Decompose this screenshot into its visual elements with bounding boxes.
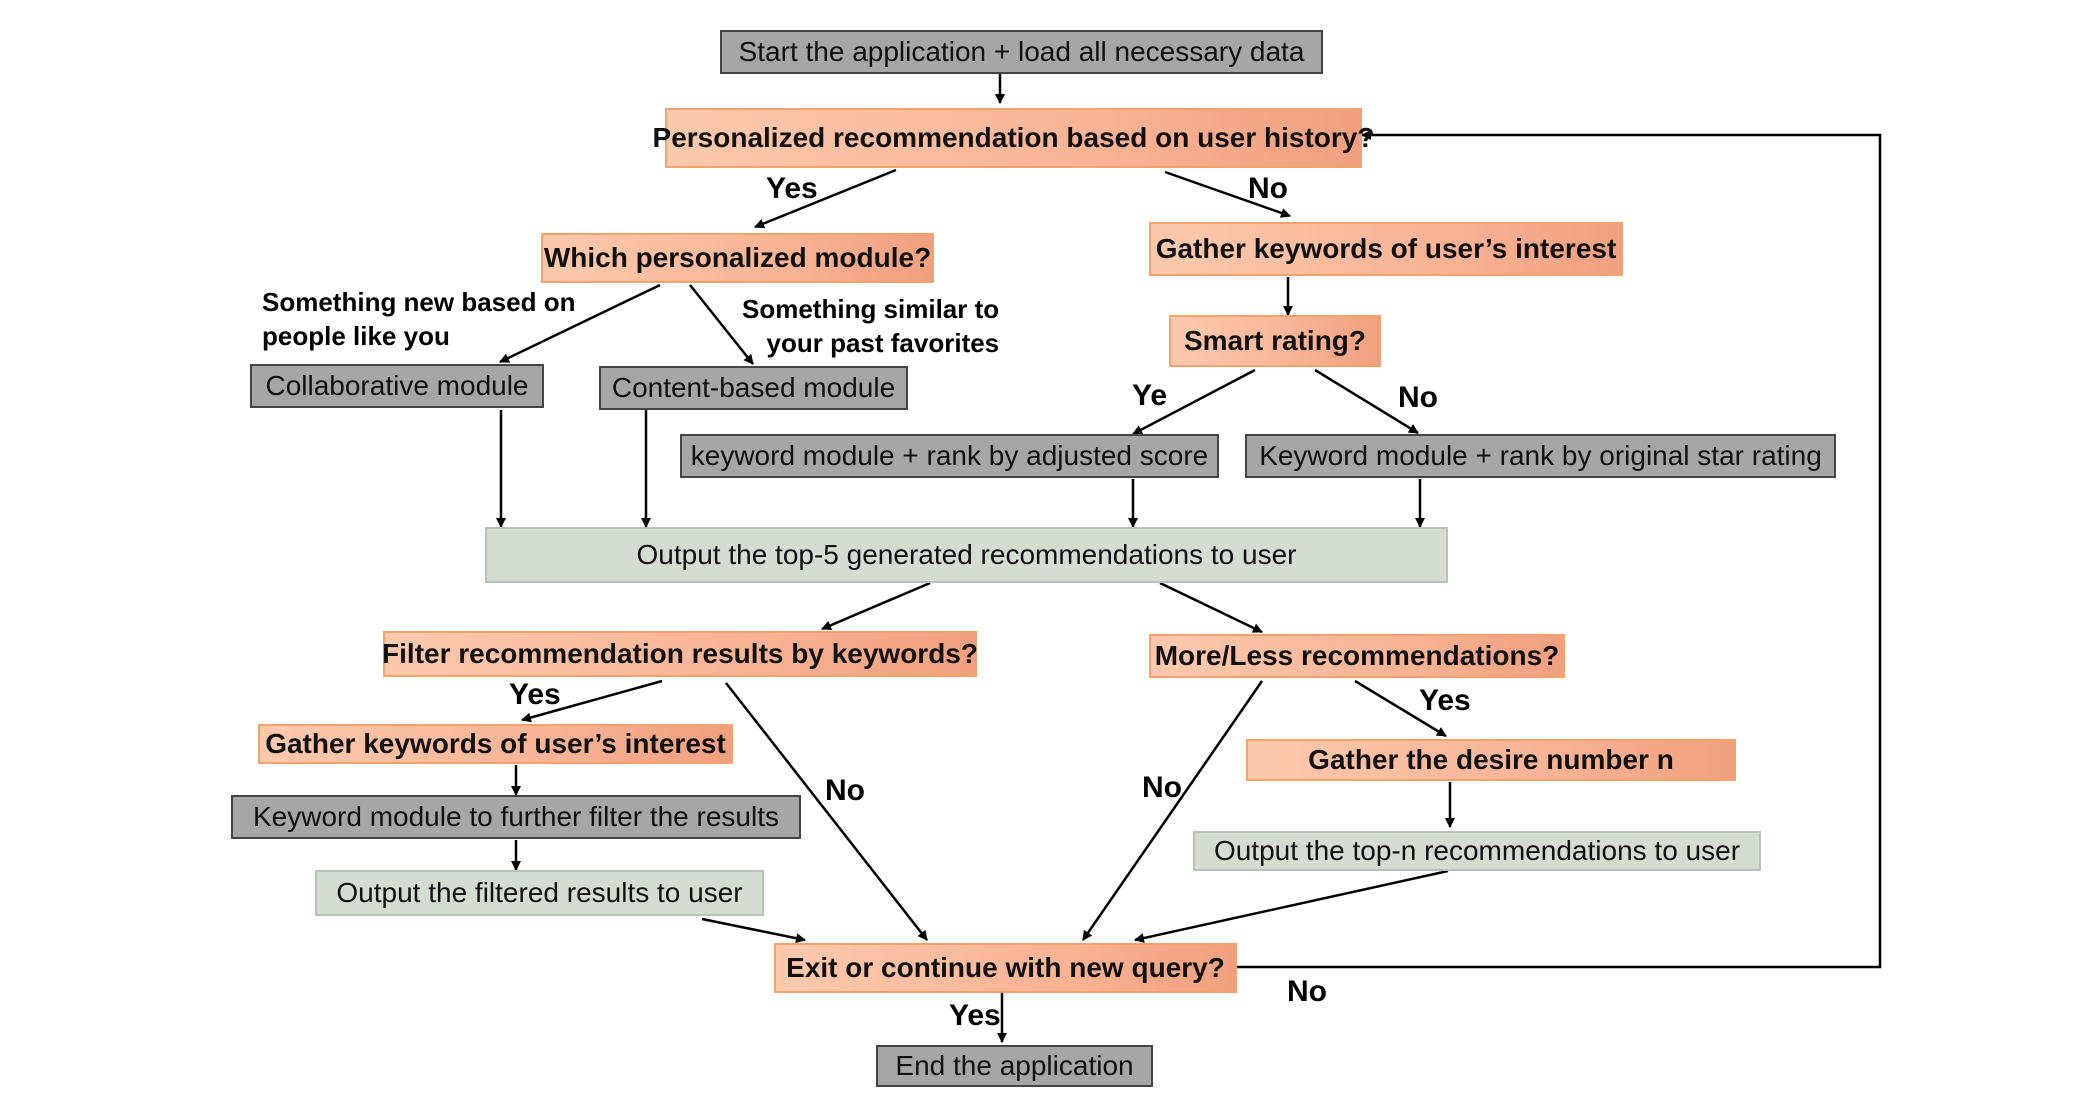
arrow-personalized-yes	[754, 168, 897, 229]
arrow-filter-no	[725, 682, 928, 941]
arrow-exit-no-loop	[1235, 130, 1882, 969]
arrow-topn-to-exit	[1134, 869, 1449, 943]
label-yes-filter: Yes	[509, 678, 561, 711]
note-content-based: Something similar to your past favorites	[742, 294, 1000, 358]
start-node: Start the application + load all necessa…	[720, 30, 1323, 74]
label-no-exit: No	[1287, 975, 1327, 1008]
arrow-smart-ye	[1132, 368, 1256, 436]
gather-keywords-top-node: Gather keywords of user’s interest	[1149, 222, 1623, 276]
arrow-output-to-filter	[821, 581, 931, 631]
label-ye-smart: Ye	[1132, 379, 1168, 412]
filter-decision: Filter recommendation results by keyword…	[382, 631, 978, 677]
arrow-which-to-content	[689, 284, 754, 365]
gather-n-node: Gather the desire number n	[1246, 739, 1736, 781]
keyword-filter-node: Keyword module to further filter the res…	[231, 795, 801, 839]
personalized-decision: Personalized recommendation based on use…	[653, 108, 1374, 168]
output-top5-node: Output the top-5 generated recommendatio…	[485, 527, 1448, 583]
arrow-which-to-collaborative	[499, 283, 661, 364]
output-filtered-node: Output the filtered results to user	[315, 870, 764, 916]
label-yes-personalized: Yes	[766, 172, 818, 205]
content-based-module-node: Content-based module	[599, 366, 908, 410]
note-collaborative: Something new based on people like you	[262, 287, 576, 351]
arrow-output-to-more-less	[1159, 581, 1263, 634]
label-yes-exit: Yes	[949, 999, 1001, 1032]
output-topn-node: Output the top-n recommendations to user	[1193, 831, 1761, 871]
label-no-personalized: No	[1248, 172, 1288, 205]
more-less-decision: More/Less recommendations?	[1149, 634, 1565, 678]
keyword-adjusted-node: keyword module + rank by adjusted score	[680, 434, 1219, 478]
label-no-smart: No	[1398, 381, 1438, 414]
collaborative-module-node: Collaborative module	[250, 364, 544, 408]
arrow-filter-yes	[521, 679, 663, 723]
keyword-original-node: Keyword module + rank by original star r…	[1245, 434, 1836, 478]
label-yes-more-less: Yes	[1419, 684, 1471, 717]
label-no-filter: No	[825, 774, 865, 807]
arrow-personalized-no	[1164, 170, 1291, 218]
arrow-filtered-to-exit	[701, 917, 806, 944]
smart-rating-decision: Smart rating?	[1169, 315, 1381, 367]
label-no-more-less: No	[1142, 771, 1182, 804]
gather-keywords-bottom-node: Gather keywords of user’s interest	[258, 724, 733, 764]
arrow-more-less-no	[1081, 680, 1264, 941]
arrow-smart-no	[1314, 368, 1419, 435]
which-module-decision: Which personalized module?	[541, 233, 934, 283]
arrow-more-less-yes	[1354, 679, 1447, 738]
exit-decision: Exit or continue with new query?	[774, 943, 1237, 993]
end-node: End the application	[876, 1045, 1153, 1087]
